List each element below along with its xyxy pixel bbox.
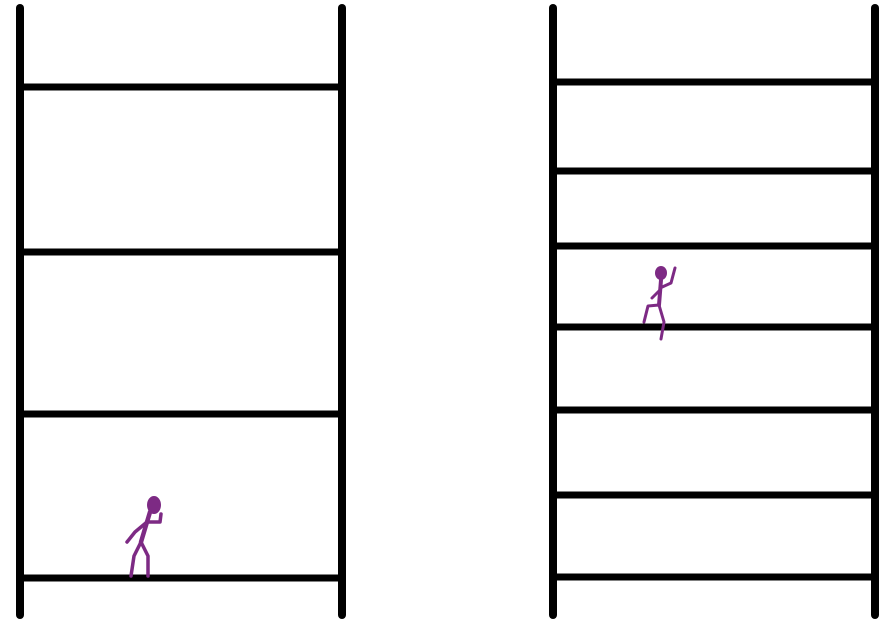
stick-figure-struggling	[127, 496, 161, 576]
stick-figure-struggling-leg-right	[141, 542, 148, 576]
stick-figure-climbing-head	[655, 266, 667, 280]
stick-figure-climbing-leg-bent	[644, 305, 659, 322]
left-ladder	[20, 8, 342, 615]
stick-figure-climbing-leg-straight	[659, 305, 664, 339]
right-ladder	[553, 8, 875, 615]
stick-figure-struggling-leg-left	[131, 542, 141, 576]
